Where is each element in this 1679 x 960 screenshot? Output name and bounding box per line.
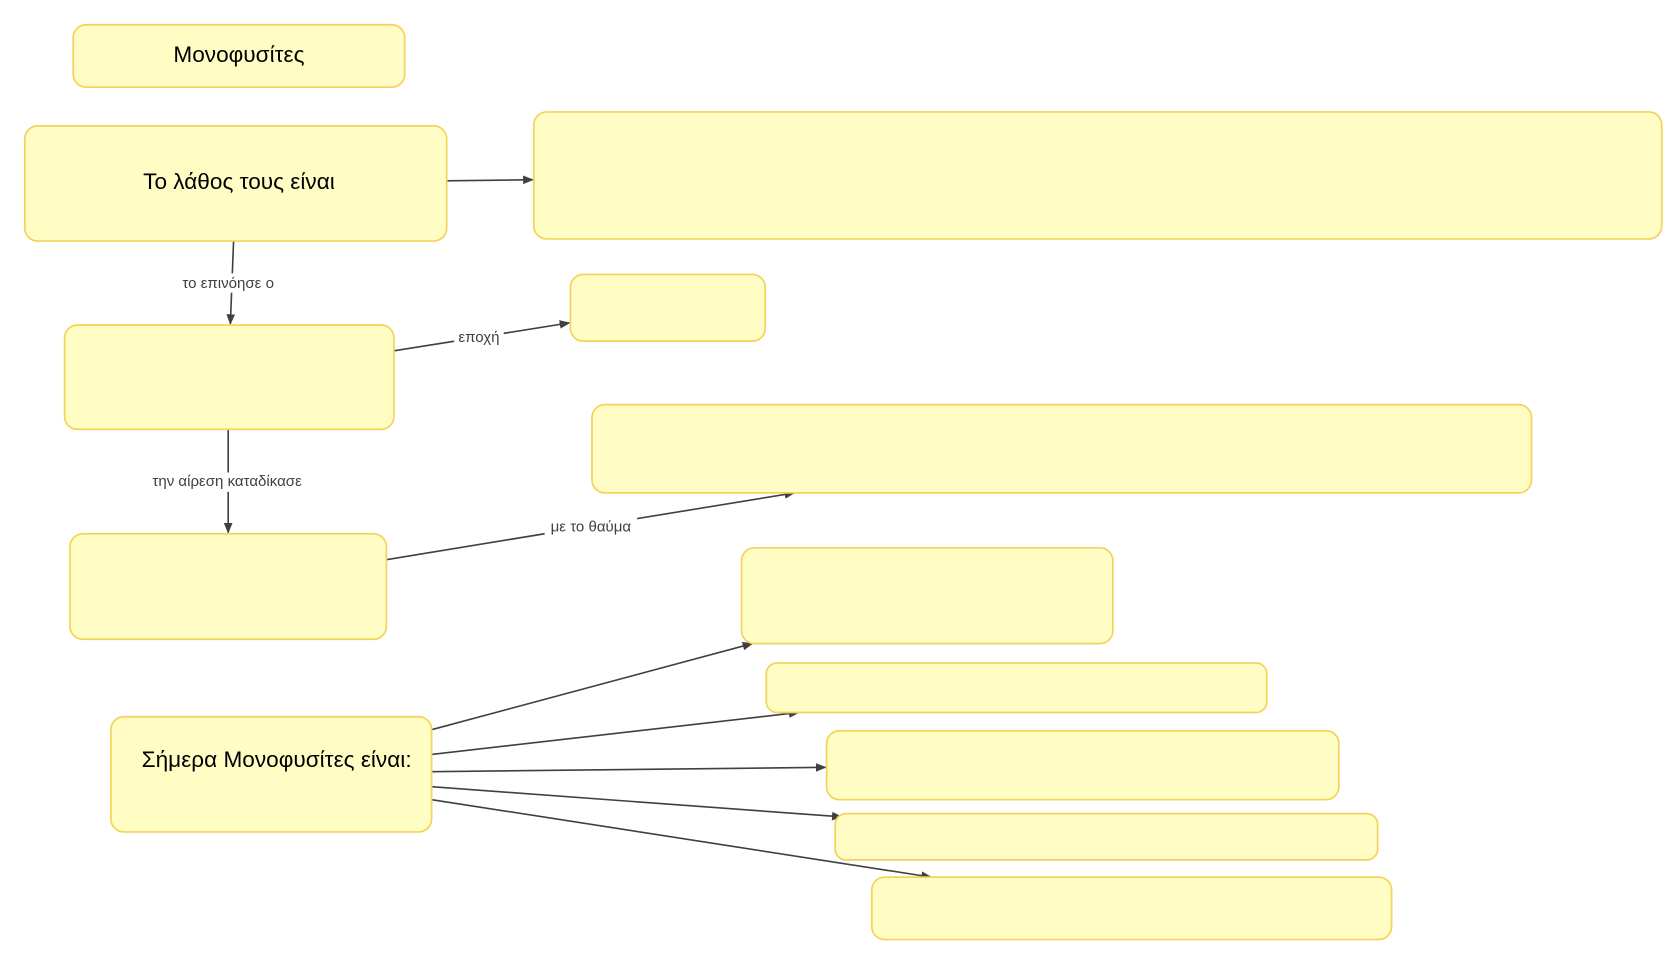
edge-label-invented-by: το επινόησε ο — [182, 275, 274, 292]
node-today-blank-5[interactable] — [870, 876, 1393, 941]
edge-today-4 — [431, 785, 843, 821]
node-today-text: Σήμερα Μονοφυσίτες είναι: — [142, 747, 412, 772]
node-miracle-blank[interactable] — [591, 403, 1533, 494]
node-today[interactable]: Σήμερα Μονοφυσίτες είναι: — [110, 715, 433, 833]
edge-label-condemned: την αίρεση καταδίκασε — [152, 473, 302, 490]
node-title[interactable]: Μονοφυσίτες — [72, 23, 406, 89]
node-council-blank[interactable] — [69, 532, 388, 641]
edge-label-miracle: με το θαύμα — [551, 518, 632, 535]
edge-today-3 — [431, 763, 827, 773]
edge-today-1 — [431, 641, 754, 731]
node-era-blank[interactable] — [569, 273, 767, 343]
node-error-answer-blank[interactable] — [532, 111, 1663, 240]
edge-label-era: εποχή — [458, 329, 499, 346]
edge-error-to-answer — [446, 175, 534, 185]
node-today-blank-4[interactable] — [834, 812, 1379, 861]
node-today-blank-3[interactable] — [825, 729, 1340, 801]
node-error-text: Το λάθος τους είναι — [143, 169, 335, 194]
edge-today-2 — [431, 709, 800, 756]
node-title-text: Μονοφυσίτες — [173, 42, 304, 67]
node-error[interactable]: Το λάθος τους είναι — [23, 125, 448, 242]
edge-today-5 — [431, 798, 933, 880]
node-today-blank-2[interactable] — [765, 662, 1268, 714]
node-founder-blank[interactable] — [63, 324, 395, 431]
node-today-blank-1[interactable] — [740, 546, 1114, 645]
